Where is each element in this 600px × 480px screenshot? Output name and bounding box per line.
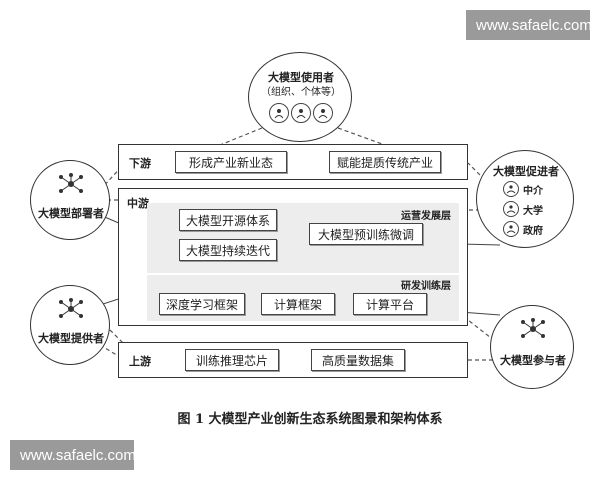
promoter-item: 政府 <box>503 221 543 237</box>
upstream-label: 上游 <box>129 355 151 368</box>
users-circle: 大模型使用者 （组织、个体等） <box>248 52 352 142</box>
downstream-label: 下游 <box>129 157 151 170</box>
providers-circle: 大模型提供者 <box>30 285 110 365</box>
downstream-item: 赋能提质传统产业 <box>329 151 441 173</box>
midstream-label: 中游 <box>127 197 149 210</box>
promoter-item-label: 政府 <box>523 225 543 237</box>
user-group-icon <box>269 103 289 123</box>
ops-item: 大模型开源体系 <box>179 209 277 231</box>
watermark-top: www.safaelc.com <box>466 10 592 40</box>
users-icons <box>269 103 333 123</box>
participants-title: 大模型参与者 <box>500 354 566 367</box>
user-group-icon <box>503 181 519 197</box>
network-icon <box>521 318 545 338</box>
users-subtitle: （组织、个体等） <box>261 87 341 98</box>
network-icon <box>59 173 83 193</box>
ops-label: 运营发展层 <box>401 211 451 222</box>
midstream-layer: 中游 运营发展层 大模型开源体系 大模型持续迭代 大模型预训练微调 研发训练层 … <box>118 188 468 326</box>
downstream-item: 形成产业新业态 <box>175 151 287 173</box>
network-icon <box>59 298 83 318</box>
downstream-layer: 下游 形成产业新业态 赋能提质传统产业 <box>118 144 468 180</box>
users-title: 大模型使用者 <box>268 71 334 84</box>
promoters-circle: 大模型促进者 中介 大学 政府 <box>476 150 574 248</box>
figure-caption: 图 1 大模型产业创新生态系统图景和架构体系 <box>177 412 443 427</box>
rnd-panel: 研发训练层 深度学习框架 计算框架 计算平台 <box>147 275 459 321</box>
deployers-title: 大模型部署者 <box>38 207 104 220</box>
user-group-icon <box>503 201 519 217</box>
connector-line <box>219 127 263 146</box>
connector-line <box>99 319 126 346</box>
rnd-item: 深度学习框架 <box>159 293 245 315</box>
promoter-item: 大学 <box>503 201 543 217</box>
user-group-icon <box>313 103 333 123</box>
watermark-bottom-text: www.safaelc.com <box>20 446 136 464</box>
rnd-item: 计算框架 <box>261 293 335 315</box>
upstream-item: 高质量数据集 <box>311 349 405 371</box>
ops-item: 大模型预训练微调 <box>309 223 423 245</box>
providers-title: 大模型提供者 <box>38 332 104 345</box>
watermark-top-text: www.safaelc.com <box>476 16 592 34</box>
promoters-title: 大模型促进者 <box>493 165 559 178</box>
connector-line <box>467 162 481 176</box>
user-group-icon <box>291 103 311 123</box>
upstream-layer: 上游 训练推理芯片 高质量数据集 <box>118 342 468 378</box>
connector-line <box>337 127 386 146</box>
upstream-item: 训练推理芯片 <box>185 349 279 371</box>
rnd-label: 研发训练层 <box>401 281 451 292</box>
promoter-item: 中介 <box>503 181 543 197</box>
rnd-item: 计算平台 <box>353 293 427 315</box>
ops-panel: 运营发展层 大模型开源体系 大模型持续迭代 大模型预训练微调 <box>147 203 459 273</box>
watermark-bottom: www.safaelc.com <box>10 440 136 470</box>
promoter-item-label: 中介 <box>523 185 543 197</box>
ops-item: 大模型持续迭代 <box>179 239 277 261</box>
user-group-icon <box>503 221 519 237</box>
promoter-item-label: 大学 <box>523 205 543 217</box>
deployers-circle: 大模型部署者 <box>30 160 110 240</box>
participants-circle: 大模型参与者 <box>490 305 574 389</box>
